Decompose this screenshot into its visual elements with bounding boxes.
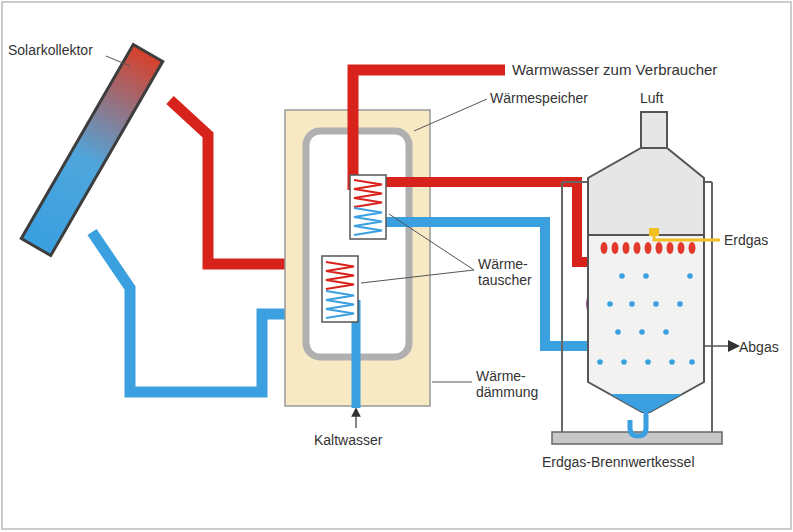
leader-lines bbox=[106, 56, 487, 382]
solar-collector bbox=[21, 45, 162, 256]
outlet-label: Abgas bbox=[739, 339, 779, 355]
part-label: Wärme- dämmung bbox=[476, 368, 542, 400]
part-label: Solarkollektor bbox=[8, 42, 93, 58]
pipe-label: Warmwasser zum Verbraucher bbox=[512, 62, 717, 78]
hot-water-pipe bbox=[353, 70, 505, 190]
inlet-label: Luft bbox=[640, 90, 663, 106]
inlet-label: Erdgas bbox=[724, 232, 768, 248]
part-label: Wärme- tauscher bbox=[478, 256, 544, 288]
part-label: Erdgas-Brennwertkessel bbox=[542, 454, 695, 470]
part-label: Wärmespeicher bbox=[490, 90, 588, 106]
condensing-boiler bbox=[552, 112, 734, 444]
heat-exchanger-lower bbox=[322, 256, 358, 322]
cold-water-arrow bbox=[355, 412, 356, 428]
heat-exchanger-upper bbox=[350, 175, 386, 239]
inlet-label: Kaltwasser bbox=[314, 432, 382, 448]
